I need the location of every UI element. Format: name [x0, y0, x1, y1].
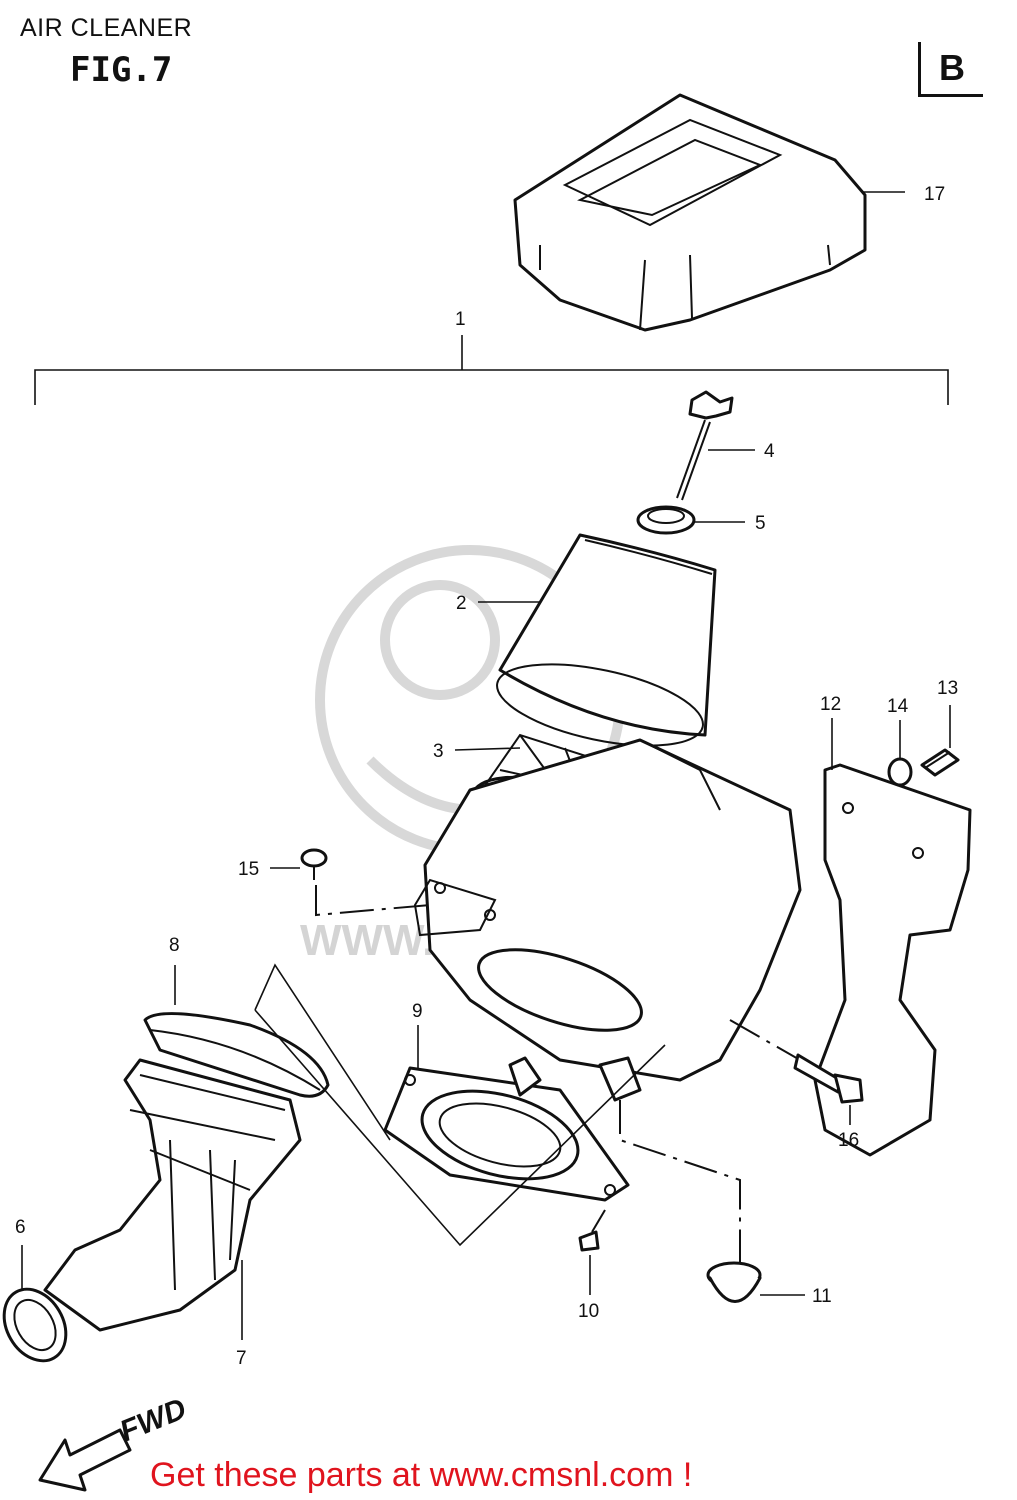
part-14-nut[interactable]: [887, 757, 913, 787]
part-2-filter-element[interactable]: [490, 533, 717, 761]
part-5-collar[interactable]: [636, 505, 696, 535]
callout-2: 2: [456, 593, 467, 614]
callout-11: 11: [812, 1286, 832, 1307]
callout-16: 16: [838, 1130, 859, 1151]
section-badge: B: [918, 42, 983, 97]
fwd-arrow-icon: [38, 1428, 132, 1492]
part-4-wing-bolt[interactable]: [676, 390, 734, 501]
callout-1: 1: [455, 309, 466, 330]
callout-3: 3: [433, 741, 444, 762]
assembly-bracket-1: [34, 335, 949, 405]
callout-leaders: [21, 191, 951, 1340]
diagram-title: AIR CLEANER: [20, 14, 193, 42]
callout-13: 13: [937, 678, 958, 699]
part-8-duct-clamp-ring[interactable]: [143, 1012, 330, 1098]
part-15-screw[interactable]: [300, 848, 431, 917]
figure-number: FIG.7: [70, 50, 173, 90]
part-12-side-cover[interactable]: [813, 763, 972, 1157]
part-11-plug[interactable]: [619, 1100, 762, 1303]
part-17-cover[interactable]: [513, 93, 867, 332]
callout-labels: 1 2 3 4 5 6 7 8 9 10 11 12 13 14 15 16 1…: [15, 184, 958, 1369]
callout-12: 12: [820, 694, 841, 715]
part-7-intake-duct[interactable]: [43, 1058, 302, 1332]
footer-promo-text: Get these parts at www.cmsnl.com !: [150, 1456, 693, 1494]
callout-7: 7: [236, 1348, 247, 1369]
callout-4: 4: [764, 441, 775, 462]
callout-15: 15: [238, 859, 259, 880]
part-13-bolt[interactable]: [920, 748, 960, 777]
callout-9: 9: [412, 1001, 423, 1022]
part-16-bolt[interactable]: [729, 1019, 864, 1104]
part-9-flange[interactable]: [383, 1056, 630, 1202]
callout-14: 14: [887, 696, 909, 717]
fwd-label: FWD: [115, 1392, 191, 1448]
assembly-guide-lines: [254, 963, 666, 1247]
part-10-screw[interactable]: [578, 1209, 606, 1252]
part-6-hose-clamp[interactable]: [0, 1278, 78, 1372]
air-cleaner-box[interactable]: [413, 738, 802, 1102]
callout-17: 17: [924, 184, 945, 205]
callout-10: 10: [578, 1301, 599, 1322]
callout-5: 5: [755, 513, 766, 534]
callout-6: 6: [15, 1217, 26, 1238]
callout-8: 8: [169, 935, 180, 956]
